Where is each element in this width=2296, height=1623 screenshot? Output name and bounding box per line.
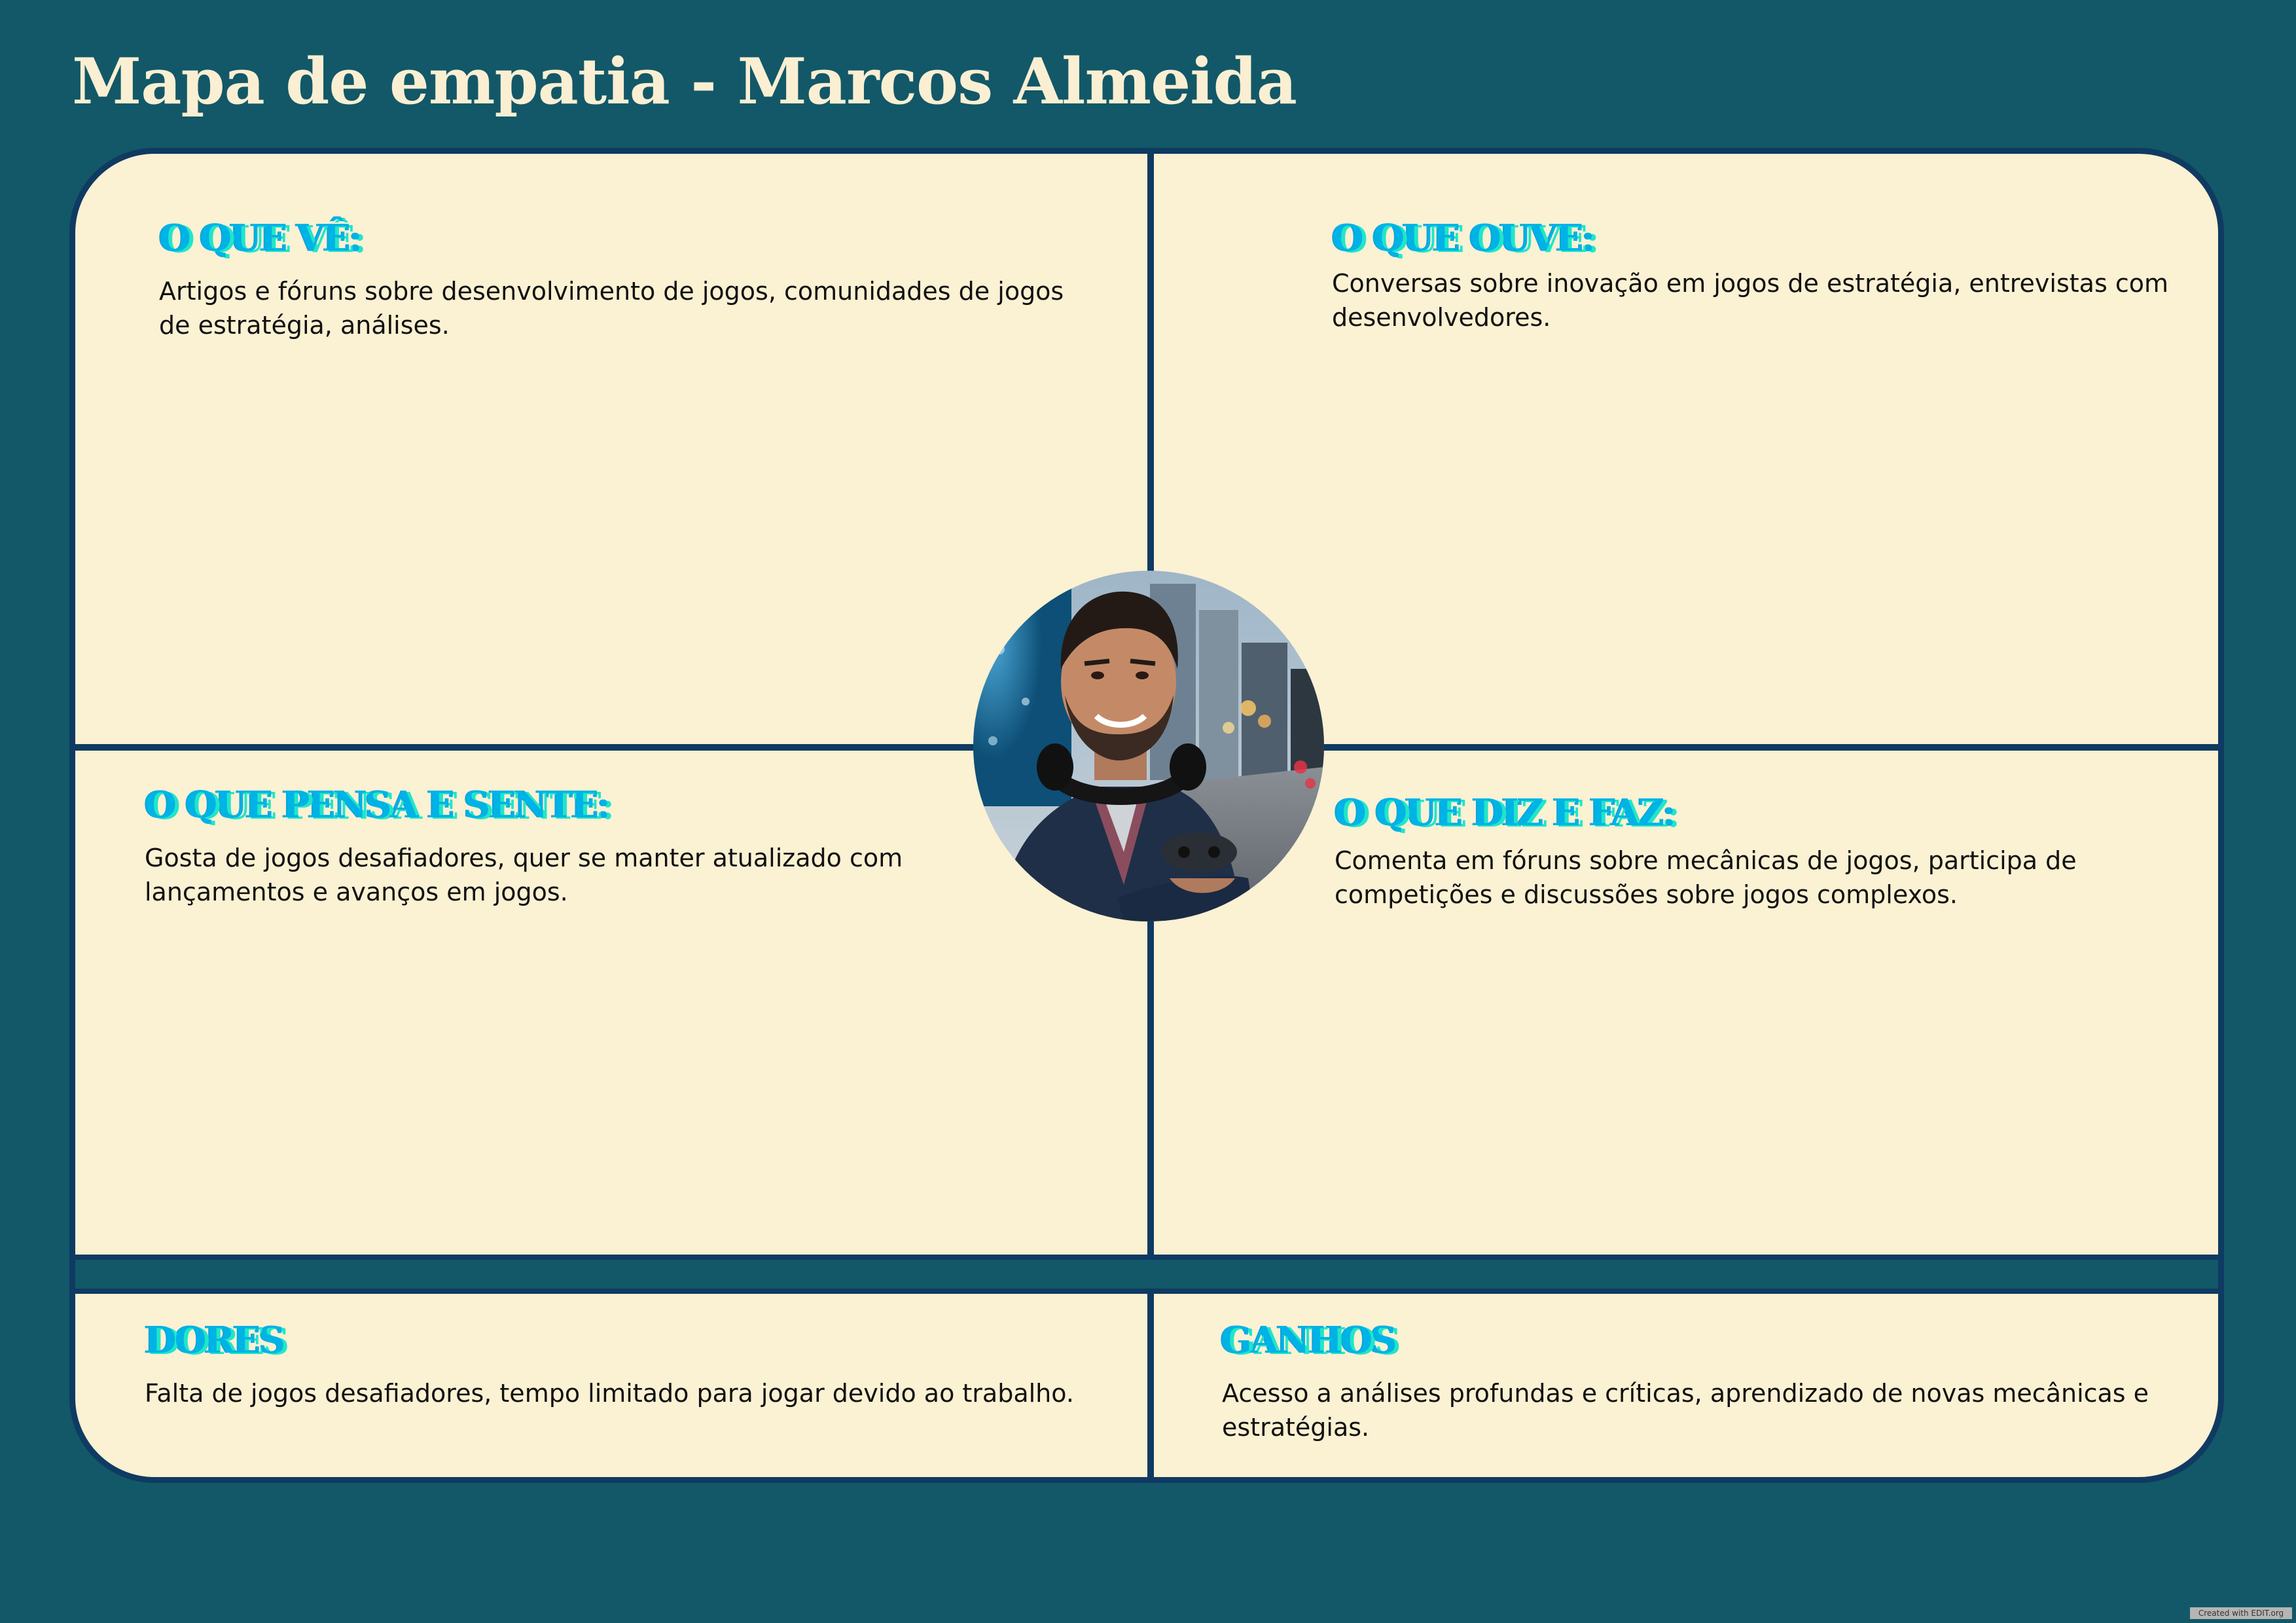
section-text-dores: Falta de jogos desafiadores, tempo limit… [145,1379,1074,1408]
band-border-top [75,1255,2218,1260]
section-text-ganhos: Acesso a análises profundas e críticas, … [1222,1379,2149,1442]
page-title: Mapa de empatia - Marcos Almeida [72,45,1297,118]
credit-badge: Created with EDIT.org [2190,1607,2292,1619]
section-title-dores: DORES [145,1319,285,1362]
section-text-ve: Artigos e fóruns sobre desenvolvimento d… [159,277,1064,340]
section-title-pensa: O QUE PENSA E SENTE: [145,783,611,827]
section-separator-band [75,1260,2218,1290]
section-title-diz: O QUE DIZ E FAZ: [1335,791,1676,834]
persona-avatar [973,571,1324,921]
band-border-bottom [75,1289,2218,1294]
section-text-diz: Comenta em fóruns sobre mecânicas de jog… [1335,846,2077,909]
section-title-ganhos: GANHOS [1221,1319,1397,1362]
section-text-ouve: Conversas sobre inovação em jogos de est… [1332,269,2168,332]
section-title-ouve: O QUE OUVE: [1332,217,1595,260]
section-text-pensa: Gosta de jogos desafiadores, quer se man… [145,844,903,906]
empathy-map-board: O QUE VÊ: Artigos e fóruns sobre desenvo… [69,148,2224,1483]
section-title-ve: O QUE VÊ: [159,217,363,260]
